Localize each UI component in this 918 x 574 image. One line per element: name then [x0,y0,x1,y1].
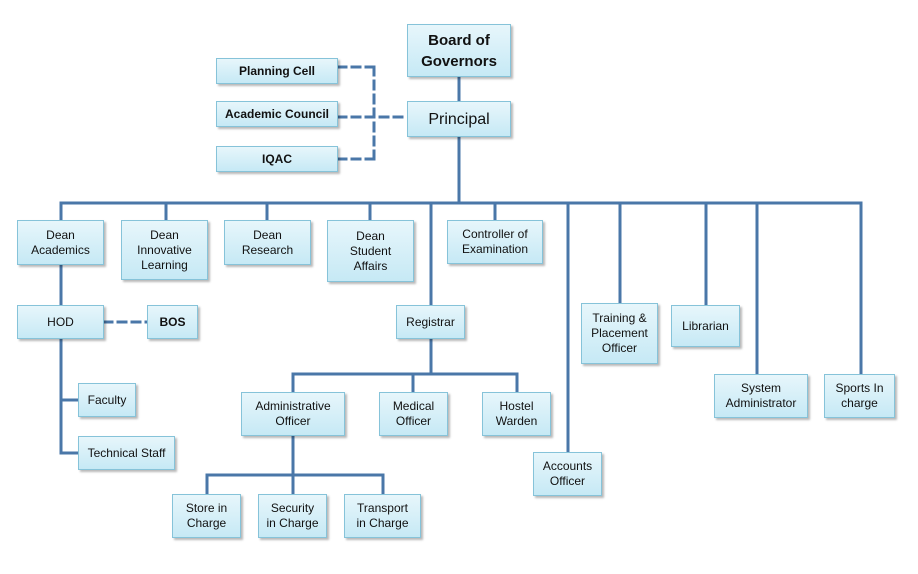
controller-of-examination-box: Controller of Examination [447,220,543,264]
board-of-governors-box: Board of Governors [407,24,511,77]
iqac-box: IQAC [216,146,338,172]
faculty-box: Faculty [78,383,136,417]
transport-in-charge-box: Transport in Charge [344,494,421,538]
academic-council-box: Academic Council [216,101,338,127]
registrar-box: Registrar [396,305,465,339]
dean-research-box: Dean Research [224,220,311,265]
dean-academics-box: Dean Academics [17,220,104,265]
sports-in-charge-box: Sports In charge [824,374,895,418]
librarian-box: Librarian [671,305,740,347]
store-in-charge-box: Store in Charge [172,494,241,538]
principal-box: Principal [407,101,511,137]
hostel-warden-box: Hostel Warden [482,392,551,436]
planning-cell-box: Planning Cell [216,58,338,84]
accounts-officer-box: Accounts Officer [533,452,602,496]
dean-student-affairs-box: Dean Student Affairs [327,220,414,282]
bos-box: BOS [147,305,198,339]
system-administrator-box: System Administrator [714,374,808,418]
dean-innovative-learning-box: Dean Innovative Learning [121,220,208,280]
administrative-officer-box: Administrative Officer [241,392,345,436]
medical-officer-box: Medical Officer [379,392,448,436]
training-placement-officer-box: Training & Placement Officer [581,303,658,364]
technical-staff-box: Technical Staff [78,436,175,470]
hod-box: HOD [17,305,104,339]
security-in-charge-box: Security in Charge [258,494,327,538]
